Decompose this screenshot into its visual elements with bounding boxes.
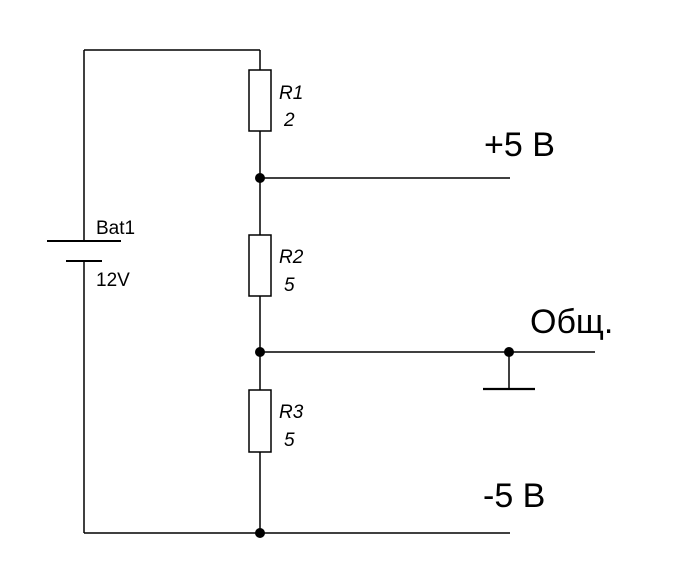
battery-symbol bbox=[47, 240, 121, 262]
junction-node-common bbox=[255, 347, 265, 357]
battery-value: 12V bbox=[96, 270, 130, 291]
resistor-r2-value: 5 bbox=[284, 275, 295, 296]
resistor-r2-name: R2 bbox=[279, 247, 304, 268]
resistor-r3 bbox=[248, 389, 272, 453]
junction-node-ground bbox=[504, 347, 514, 357]
resistor-r1-value: 2 bbox=[283, 110, 295, 131]
junction-node-minus bbox=[255, 528, 265, 538]
battery-name: Bat1 bbox=[96, 218, 135, 239]
wires bbox=[83, 49, 595, 534]
resistor-r2 bbox=[248, 234, 272, 297]
output-label-common: Общ. bbox=[530, 303, 613, 341]
output-label-plus: +5 В bbox=[484, 126, 555, 164]
resistor-r3-value: 5 bbox=[284, 430, 295, 451]
resistor-r3-name: R3 bbox=[279, 402, 304, 423]
resistor-r1-name: R1 bbox=[279, 83, 303, 104]
output-label-minus: -5 В bbox=[483, 477, 545, 515]
junction-node-plus bbox=[255, 173, 265, 183]
resistor-r1 bbox=[248, 69, 272, 132]
